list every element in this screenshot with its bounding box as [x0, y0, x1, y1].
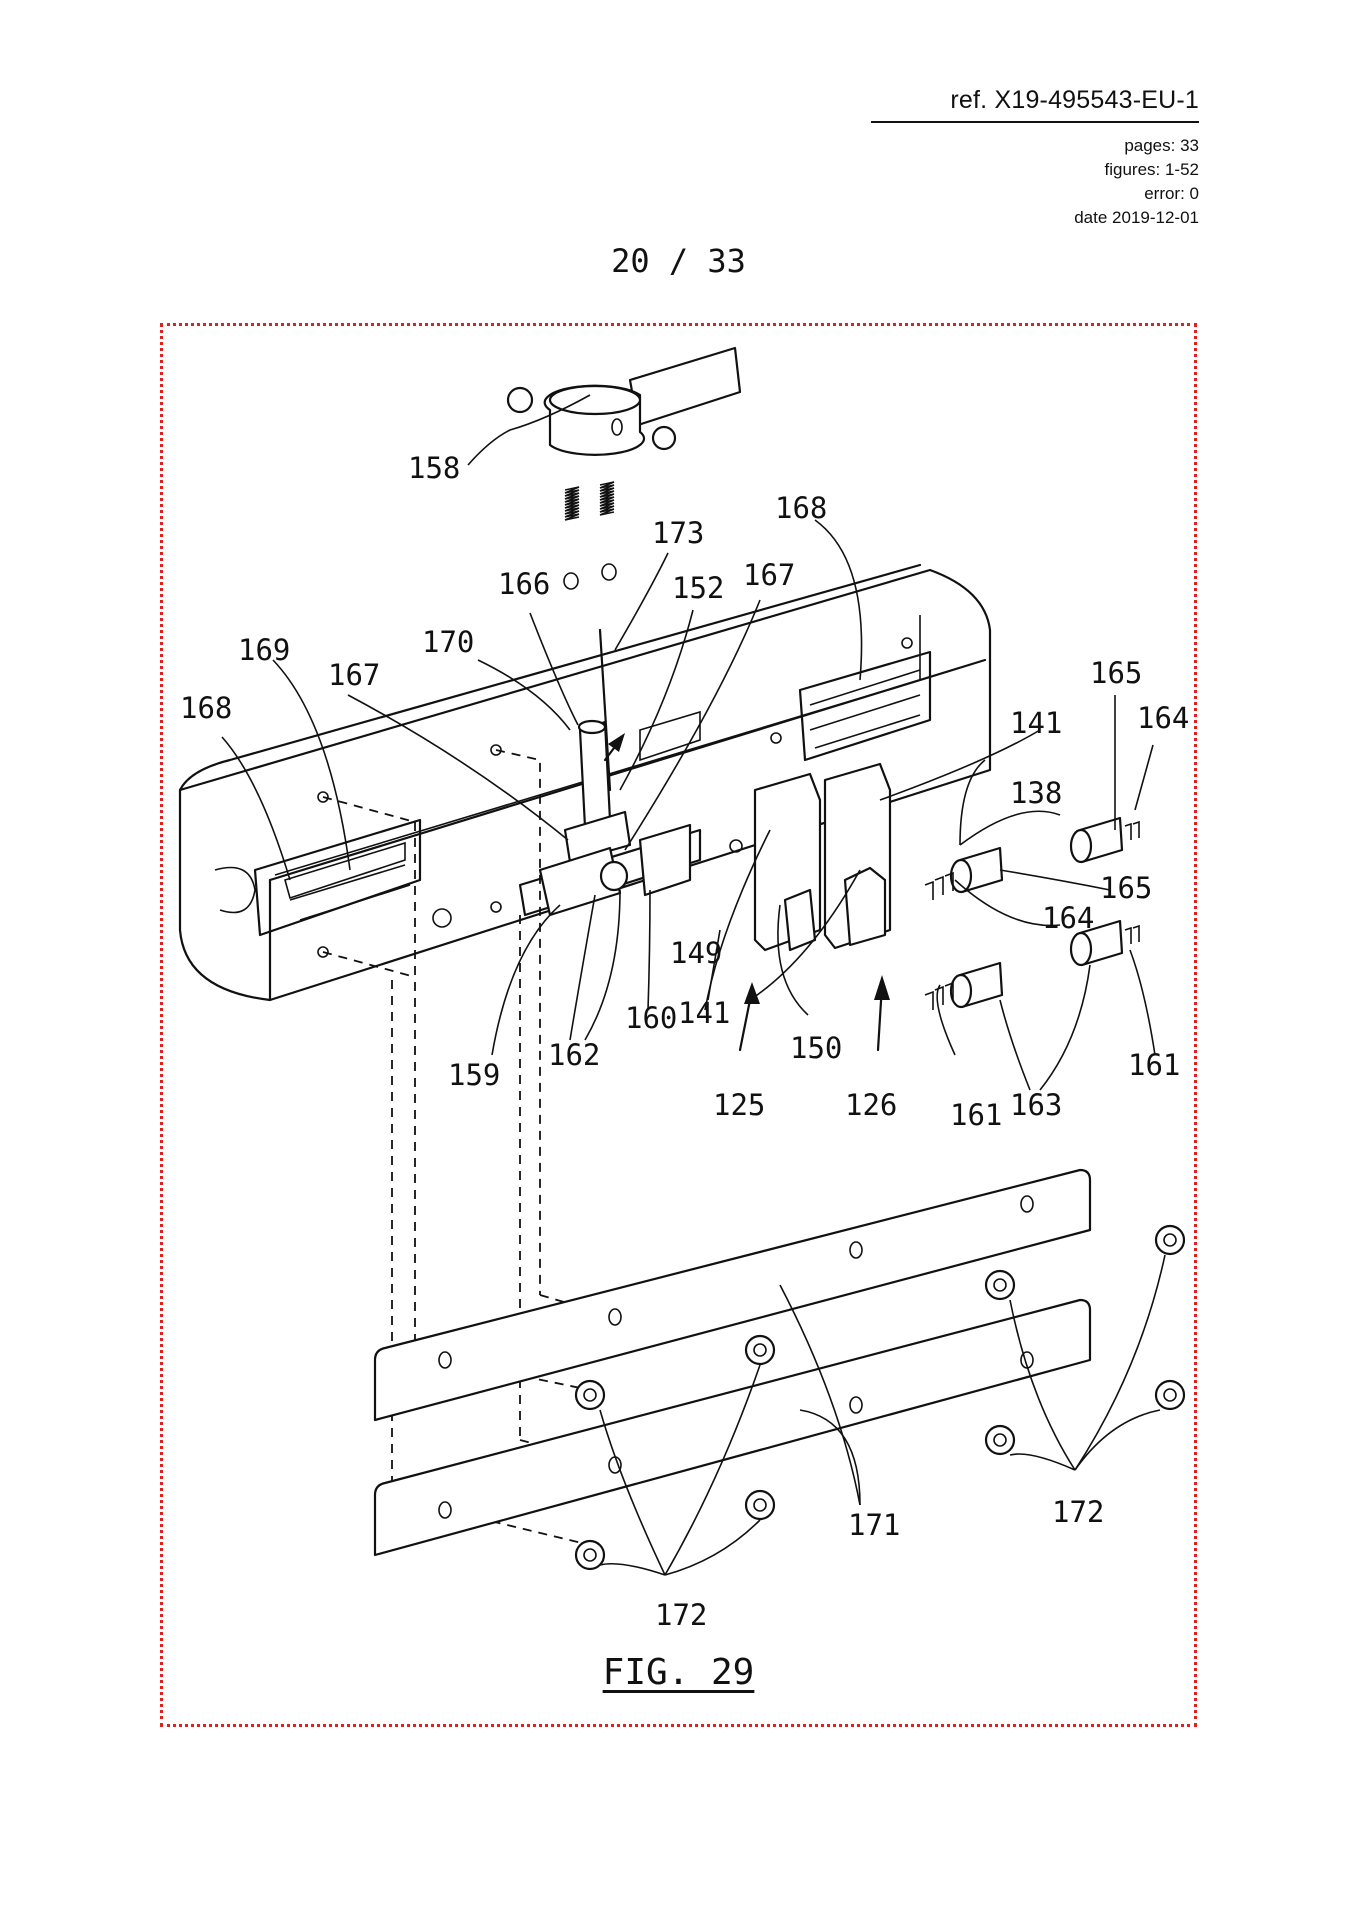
section-arrows [603, 733, 890, 1052]
label-169: 169 [238, 633, 290, 667]
label-161-right: 161 [1128, 1048, 1180, 1082]
label-171: 171 [848, 1508, 900, 1542]
label-150: 150 [790, 1031, 842, 1065]
label-141-bottom: 141 [678, 996, 730, 1030]
error-count: error: 0 [1144, 184, 1199, 203]
arm-part-158 [506, 346, 742, 456]
drawing-frame [160, 323, 1197, 1727]
label-160: 160 [625, 1001, 677, 1035]
label-168-left: 168 [180, 691, 232, 725]
reference-numerals: 158 173 168 166 152 167 169 170 167 168 … [180, 451, 1189, 1632]
label-152: 152 [672, 571, 724, 605]
leader-lines [221, 394, 1166, 1576]
label-149: 149 [670, 936, 722, 970]
reference-number: ref. X19-495543-EU-1 [950, 86, 1199, 114]
document-date: date 2019-12-01 [1074, 208, 1199, 227]
actuator-152 [538, 628, 692, 917]
label-168-top: 168 [775, 491, 827, 525]
header-rule [871, 121, 1199, 123]
plates-171 [373, 1168, 1092, 1557]
spring-pins [924, 816, 1140, 1010]
springs [563, 481, 617, 590]
label-172-right: 172 [1052, 1495, 1104, 1529]
page-indicator: 20 / 33 [611, 242, 746, 280]
page-count: pages: 33 [1124, 136, 1199, 155]
label-165-top: 165 [1090, 656, 1142, 690]
label-170: 170 [422, 625, 474, 659]
label-162: 162 [548, 1038, 600, 1072]
label-164-mid: 164 [1042, 901, 1094, 935]
label-159: 159 [448, 1058, 500, 1092]
label-125: 125 [713, 1088, 765, 1122]
label-167-left: 167 [328, 658, 380, 692]
label-163: 163 [1010, 1088, 1062, 1122]
label-141-top: 141 [1010, 706, 1062, 740]
label-158: 158 [408, 451, 460, 485]
label-164-top: 164 [1137, 701, 1189, 735]
label-165-mid: 165 [1100, 871, 1152, 905]
screws-172 [574, 1224, 1186, 1571]
label-167-right: 167 [743, 558, 795, 592]
label-138: 138 [1010, 776, 1062, 810]
label-172-bottom: 172 [655, 1598, 707, 1632]
label-161-left: 161 [950, 1098, 1002, 1132]
document-metadata: pages: 33 figures: 1-52 error: 0 date 20… [1074, 134, 1199, 230]
figure-caption: FIG. 29 [602, 1652, 755, 1693]
label-173: 173 [652, 516, 704, 550]
figure-range: figures: 1-52 [1104, 160, 1200, 179]
label-166: 166 [498, 567, 550, 601]
label-126: 126 [845, 1088, 897, 1122]
